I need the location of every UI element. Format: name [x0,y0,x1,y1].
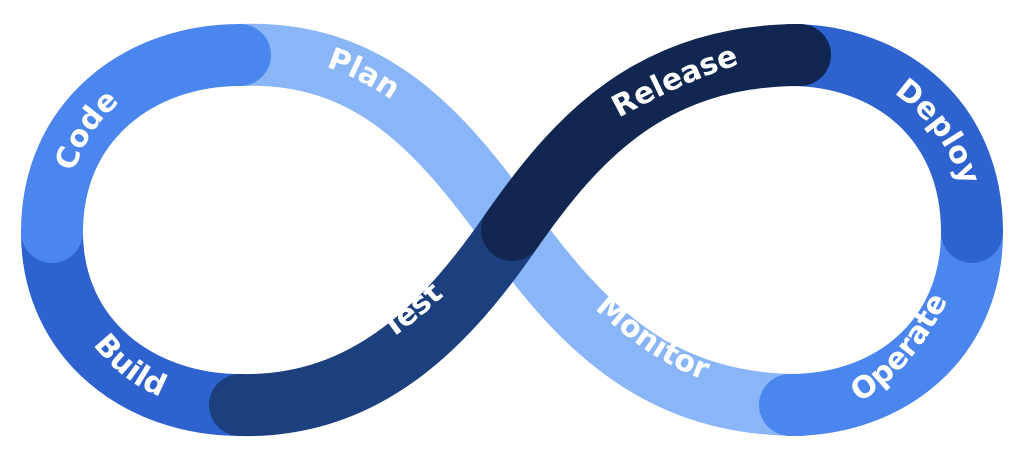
band-plan [209,23,543,261]
band-build [21,201,271,436]
band-monitor [481,199,831,436]
band-release [481,24,831,261]
band-operate [759,201,1003,436]
band-code [21,24,271,263]
band-test [209,199,543,437]
